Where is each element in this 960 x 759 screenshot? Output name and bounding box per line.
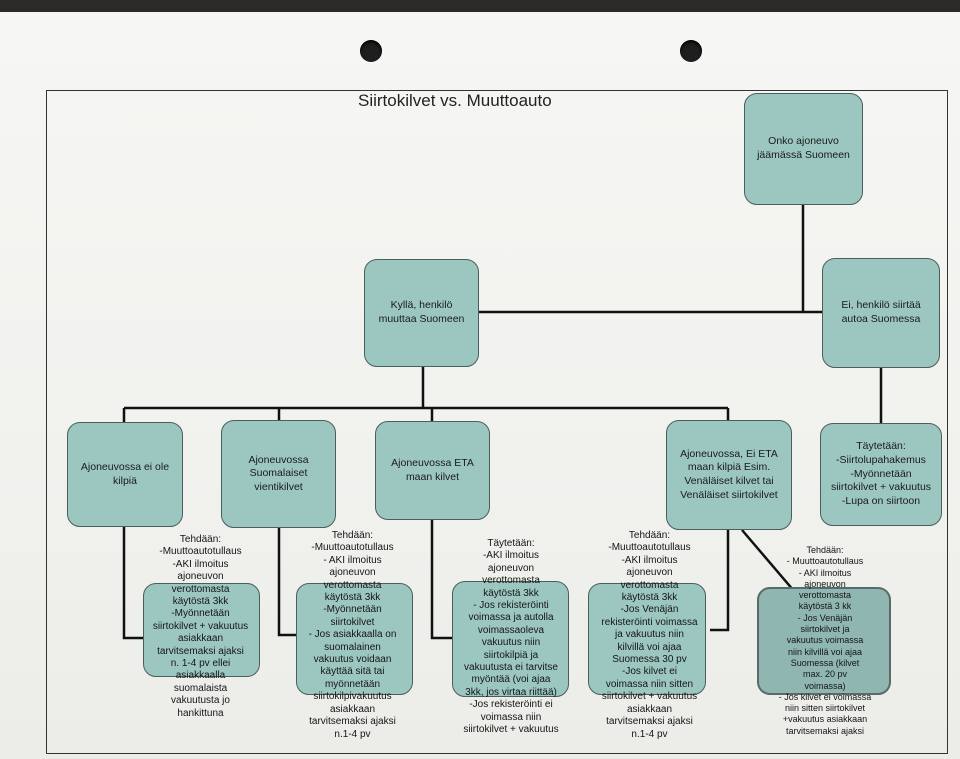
note-highlight-5 (757, 587, 891, 695)
node-yes: Kyllä, henkilö muuttaa Suomeen (364, 259, 479, 367)
note-highlight-2 (296, 583, 413, 695)
connector-note-1 (122, 527, 148, 640)
node-no: Ei, henkilö siirtää autoa Suomessa (822, 258, 940, 368)
node-root: Onko ajoneuvo jäämässä Suomeen (744, 93, 863, 205)
note-extra: Tehdään: - Muuttoautotullaus - AKI ilmoi… (778, 545, 872, 736)
node-fi-export-label: Ajoneuvossa Suomalaiset vientikilvet (248, 453, 309, 493)
node-no-plates-label: Ajoneuvossa ei ole kilpiä (80, 460, 170, 487)
note-highlight-3 (452, 581, 569, 697)
node-eta-label: Ajoneuvossa ETA maan kilvet (391, 456, 474, 483)
note-fi-export: Tehdään: -Muuttoautotullaus - AKI ilmoit… (308, 530, 397, 740)
node-no-plates: Ajoneuvossa ei ole kilpiä (67, 422, 183, 527)
node-yes-label: Kyllä, henkilö muuttaa Suomeen (378, 299, 465, 325)
connector-note-4 (710, 530, 730, 632)
node-fi-export: Ajoneuvossa Suomalaiset vientikilvet (221, 420, 336, 528)
note-non-eta: Tehdään: -Muuttoautotullaus -AKI ilmoitu… (601, 530, 698, 740)
node-eta: Ajoneuvossa ETA maan kilvet (375, 421, 490, 520)
node-transfer: Täytetään: -Siirtolupahakemus -Myönnetää… (820, 423, 942, 526)
connector-note-2 (277, 528, 300, 637)
note-no-plates: Tehdään: -Muuttoautotullaus -AKI ilmoitu… (152, 534, 249, 719)
connector-note-5 (741, 529, 801, 599)
punch-hole-right (680, 40, 702, 62)
connector-note-3 (430, 520, 458, 640)
note-highlight-4 (588, 583, 706, 695)
node-non-eta-label: Ajoneuvossa, Ei ETA maan kilpiä Esim. Ve… (680, 447, 778, 501)
note-highlight-1 (143, 583, 260, 677)
note-eta: Täytetään: -AKI ilmoitus ajoneuvon verot… (463, 538, 559, 736)
punch-hole-left (360, 40, 382, 62)
node-non-eta: Ajoneuvossa, Ei ETA maan kilpiä Esim. Ve… (666, 420, 792, 530)
node-root-label: Onko ajoneuvo jäämässä Suomeen (757, 135, 850, 161)
diagram-frame (46, 90, 948, 754)
node-no-label: Ei, henkilö siirtää autoa Suomessa (841, 299, 921, 325)
node-transfer-label: Täytetään: -Siirtolupahakemus -Myönnetää… (830, 440, 932, 507)
diagram-title: Siirtokilvet vs. Muuttoauto (358, 91, 552, 110)
